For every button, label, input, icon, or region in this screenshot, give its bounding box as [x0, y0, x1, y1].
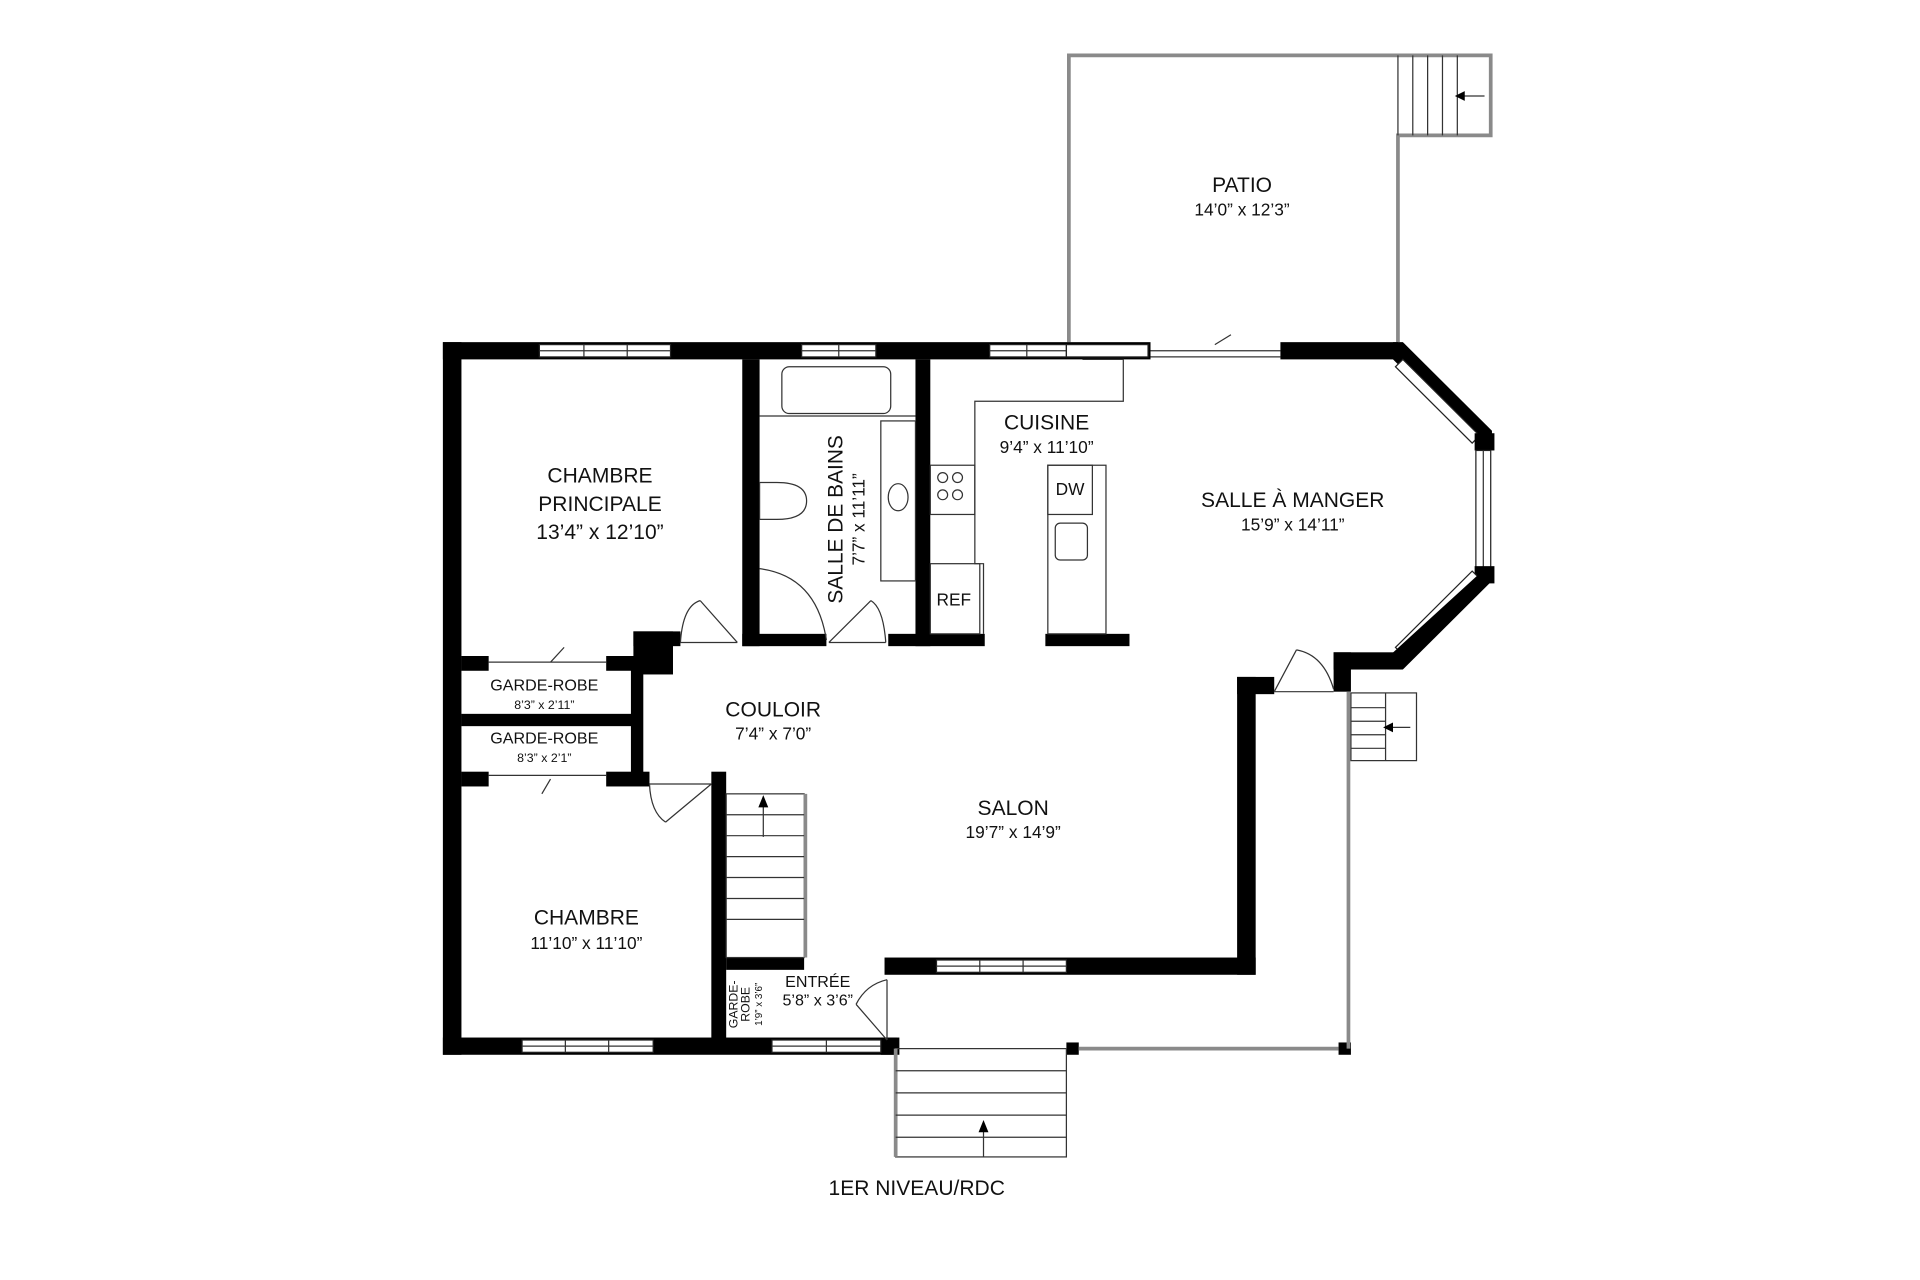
entree-name: ENTRÉE	[785, 972, 850, 991]
couloir-size: 7’4” x 7’0”	[735, 724, 811, 744]
sink-icon	[887, 483, 909, 512]
garde-robe-1-name: GARDE-ROBE	[490, 676, 598, 694]
couloir-name: COULOIR	[725, 698, 821, 721]
salle-a-manger-size: 15’9” x 14’11”	[1241, 515, 1345, 535]
interior-stairs	[725, 793, 808, 959]
garde-robe-2-size: 8’3” x 2’1”	[517, 751, 571, 765]
salle-a-manger-name: SALLE À MANGER	[1201, 489, 1384, 512]
arrow-icon	[978, 1120, 989, 1133]
dishwasher-label: DW	[1056, 479, 1086, 499]
patio-outline	[1067, 53, 1493, 343]
garde-robe-1-size: 8’3” x 2’11”	[514, 698, 574, 712]
garde-robe-2-name: GARDE-ROBE	[490, 729, 598, 747]
windows	[521, 334, 1495, 1053]
garde-robe-3-name: GARDE-	[726, 980, 740, 1028]
dishwasher	[1047, 464, 1093, 516]
patio-stairs	[1397, 55, 1485, 136]
entree-size: 5’8” x 3’6”	[782, 992, 853, 1010]
fixtures	[758, 358, 1124, 635]
refrigerator-label: REF	[936, 590, 971, 610]
room-labels: PATIO 14’0” x 12’3” CHAMBRE PRINCIPALE 1…	[490, 174, 1384, 1200]
level-title: 1ER NIVEAU/RDC	[828, 1177, 1004, 1200]
front-stairs	[893, 1048, 1068, 1158]
arrow-icon	[1383, 722, 1393, 733]
cuisine-name: CUISINE	[1004, 412, 1089, 435]
stove-icon	[929, 464, 976, 516]
chambre-principale-size: 13’4” x 12’10”	[536, 521, 663, 544]
garde-robe-3-size: 1’9” x 3’6”	[754, 983, 765, 1026]
cuisine-size: 9’4” x 11’10”	[1000, 437, 1094, 457]
arrow-icon	[758, 795, 769, 808]
patio-name: PATIO	[1212, 174, 1272, 197]
salle-de-bains-name: SALLE DE BAINS	[824, 435, 847, 604]
refrigerator	[929, 563, 981, 635]
bathtub	[781, 366, 892, 415]
salon-size: 19’7” x 14’9”	[966, 822, 1062, 842]
sink-icon	[1054, 522, 1089, 561]
chambre-principale-name: CHAMBRE	[547, 465, 652, 488]
porch	[1078, 691, 1418, 1051]
doors	[488, 568, 1335, 1041]
chambre-name: CHAMBRE	[534, 906, 639, 929]
patio-size: 14’0” x 12’3”	[1194, 199, 1290, 219]
vanity	[880, 420, 917, 582]
chambre-size: 11’10” x 11’10”	[530, 933, 642, 953]
salon-name: SALON	[978, 797, 1049, 820]
salle-de-bains-size: 7’7” x 11’11”	[849, 473, 869, 565]
toilet-icon	[758, 481, 808, 520]
arrow-icon	[1454, 91, 1465, 101]
garde-robe-3-name-2: ROBE	[739, 987, 753, 1022]
chambre-principale-name-2: PRINCIPALE	[538, 493, 661, 516]
